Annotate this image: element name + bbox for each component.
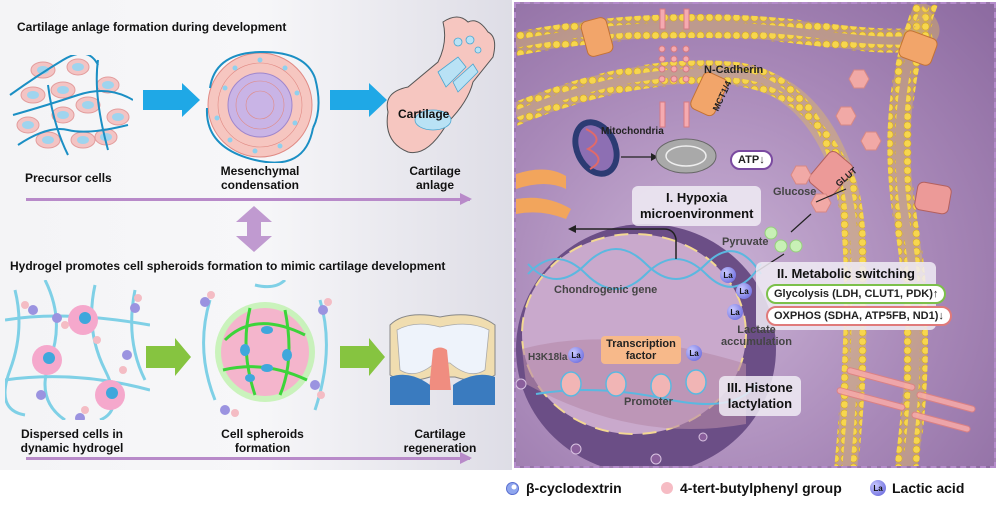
stage-label-cell-spheroids: Cell spheroids formation [205, 427, 320, 455]
label-line: Dispersed cells in [20, 427, 124, 441]
label-line: III. Histone [727, 380, 793, 395]
glucose-label: Glucose [773, 186, 817, 198]
precursor-cells-illustration [9, 55, 133, 156]
chondrogenic-gene-label: Chondrogenic gene [554, 284, 658, 296]
label-line: regeneration [403, 441, 477, 455]
atp-label: ATP [738, 154, 760, 166]
flow-arrow-head [369, 338, 385, 376]
stage-label-cartilage-regeneration: Cartilage regeneration [395, 427, 485, 455]
knee-joint-illustration [389, 314, 496, 405]
tert-butylphenyl-icon [661, 482, 673, 494]
stage-label-cartilage-anlage: Cartilage anlage [395, 164, 475, 192]
label-line: Transcription [606, 338, 676, 350]
lactic-acid-icon: La [870, 480, 886, 496]
legend-item-tert-butylphenyl: 4-tert-butylphenyl group [660, 480, 842, 496]
legend-item-beta-cyclodextrin: β-cyclodextrin [505, 480, 622, 496]
legend-label: 4-tert-butylphenyl group [680, 480, 842, 496]
flow-arrow-head [175, 338, 191, 376]
flow-arrow [330, 90, 372, 110]
top-section-title: Cartilage anlage formation during develo… [17, 20, 287, 34]
label-line: accumulation [721, 336, 792, 348]
flow-arrow-head [182, 83, 200, 117]
mitochondria-label: Mitochondria [601, 126, 664, 137]
flow-arrow [340, 346, 370, 368]
label-line: microenvironment [640, 206, 754, 221]
lactic-acid-icon: La [727, 304, 743, 320]
mechanism-panel: N-Cadherin MCT1/4 GLUT Mitochondria ATP↓… [514, 2, 996, 468]
flow-arrow [146, 346, 176, 368]
development-panel: Cartilage anlage formation during develo… [0, 0, 512, 470]
label-line: condensation [220, 178, 299, 192]
label-line: anlage [415, 178, 454, 192]
label-line: lactylation [727, 396, 793, 411]
h3k18la-label: H3K18la [528, 352, 568, 363]
histone-lactylation-label: III. Histone lactylation [719, 376, 801, 416]
lactic-acid-icon: La [568, 347, 584, 363]
beta-cyclodextrin-icon [506, 481, 519, 495]
glycolysis-badge: Glycolysis (LDH, CLUT1, PDK)↑ [766, 284, 947, 304]
transcription-factor-label: Transcription factor [601, 336, 681, 364]
label-line: formation [234, 441, 291, 455]
glycolysis-trend-arrow: ↑ [932, 288, 939, 300]
label-line: factor [625, 350, 657, 362]
n-cadherin-label: N-Cadherin [704, 64, 764, 76]
promoter-label: Promoter [624, 396, 673, 408]
label-line: Cartilage [409, 164, 461, 178]
label-line: dynamic hydrogel [20, 441, 124, 455]
double-arrow-icon [236, 206, 272, 252]
oxphos-badge: OXPHOS (SDHA, ATP5FB, ND1)↓ [766, 306, 952, 326]
legend-label: Lactic acid [892, 480, 965, 496]
lactate-accumulation-label: Lactate accumulation [714, 324, 799, 348]
legend-label: β-cyclodextrin [526, 480, 622, 496]
lactic-acid-icon: La [720, 267, 736, 283]
hypoxia-section-label: I. Hypoxia microenvironment [632, 186, 762, 226]
label-line: Mesenchymal [220, 164, 300, 178]
cartilage-inner-label: Cartilage [398, 107, 450, 121]
label-line: Cell spheroids [221, 427, 304, 441]
oxphos-trend-arrow: ↓ [938, 310, 944, 322]
flow-arrow [143, 90, 185, 110]
pyruvate-label: Pyruvate [722, 236, 769, 248]
metabolic-switching-title: II. Metabolic switching [777, 266, 915, 281]
stage-label-precursor-cells: Precursor cells [25, 171, 112, 185]
atp-badge: ATP↓ [730, 150, 773, 170]
glycolysis-label: Glycolysis (LDH, CLUT1, PDK) [774, 288, 933, 300]
bottom-section-title: Hydrogel promotes cell spheroids formati… [10, 259, 446, 273]
top-timeline-arrow [26, 193, 472, 205]
legend-item-lactic-acid: La Lactic acid [870, 480, 964, 496]
lactic-acid-icon: La [736, 283, 752, 299]
bottom-timeline-arrow [26, 452, 472, 464]
dispersed-cells-hydrogel-illustration [5, 280, 150, 420]
flow-arrow-head [369, 83, 387, 117]
label-line: Cartilage [414, 427, 466, 441]
cell-spheroid-illustration [200, 280, 332, 417]
mesenchymal-condensation-illustration [205, 50, 320, 163]
stage-label-mesenchymal-condensation: Mesenchymal condensation [205, 164, 315, 192]
label-line: Lactate [737, 324, 776, 336]
oxphos-label: OXPHOS (SDHA, ATP5FB, ND1) [774, 310, 939, 322]
stage-label-dispersed-cells: Dispersed cells in dynamic hydrogel [12, 427, 132, 455]
atp-trend-arrow: ↓ [759, 154, 765, 166]
label-line: I. Hypoxia [666, 190, 728, 205]
cartilage-anlage-illustration [386, 16, 496, 154]
lactic-acid-icon: La [686, 345, 702, 361]
